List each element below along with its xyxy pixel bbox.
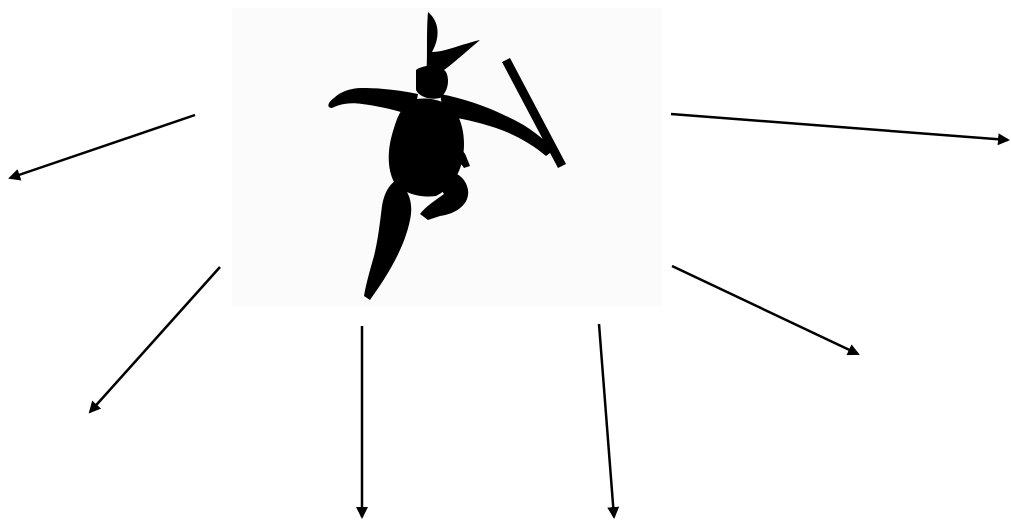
- arrow-upper-right: [671, 114, 1008, 140]
- arrow-bottom-right: [599, 324, 614, 517]
- arrow-left-down: [90, 267, 220, 412]
- arrow-upper-left: [10, 115, 195, 178]
- arrow-right-down: [672, 266, 858, 354]
- ninja-silhouette-image: [232, 8, 662, 306]
